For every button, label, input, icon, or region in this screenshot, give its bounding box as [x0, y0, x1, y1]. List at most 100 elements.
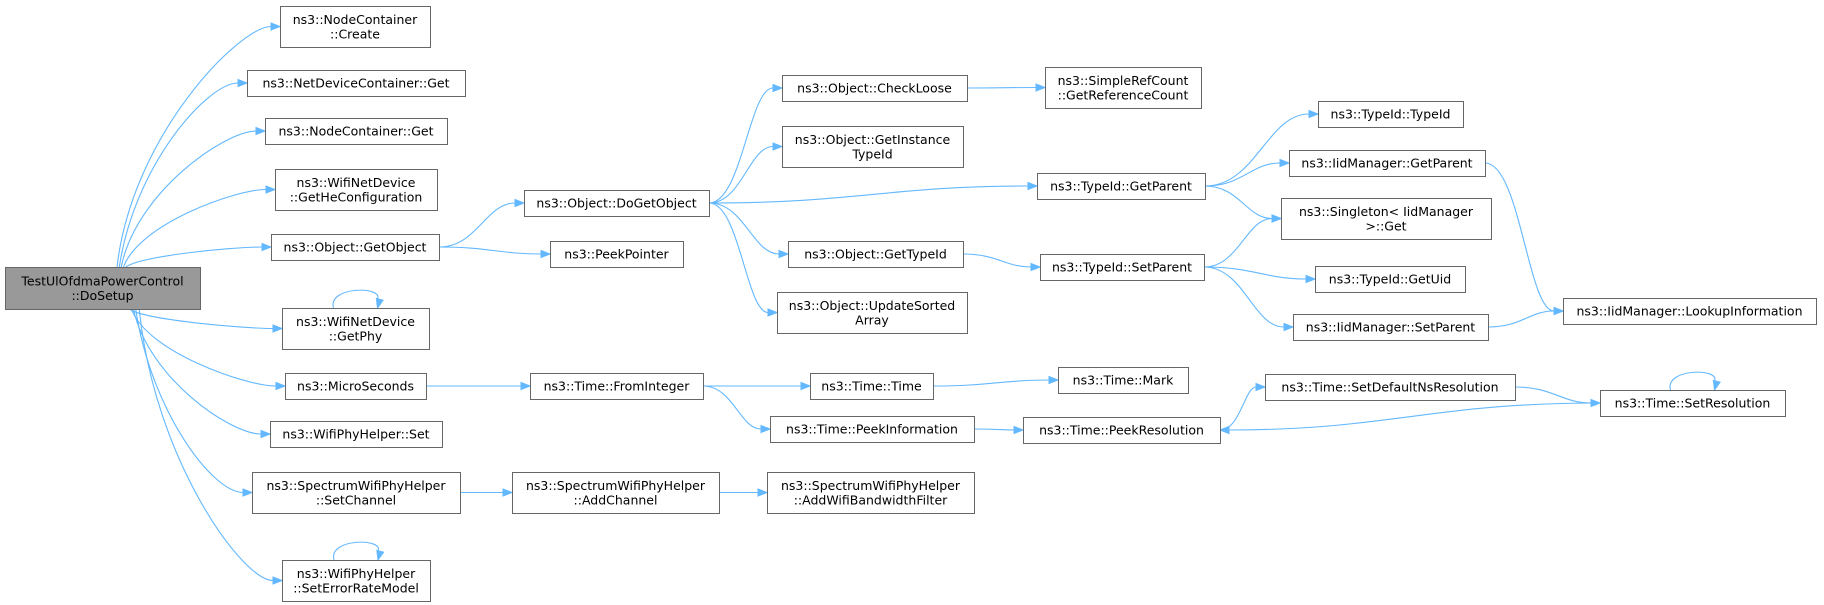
node-wnd_getphy[interactable]: ns3::WifiNetDevice::GetPhy — [282, 308, 430, 350]
node-microseconds[interactable]: ns3::MicroSeconds — [285, 373, 427, 400]
node-time_time[interactable]: ns3::Time::Time — [810, 373, 934, 400]
edge-root-to-swph_setchannel — [135, 308, 244, 494]
node-box — [270, 421, 443, 448]
node-time_fromint[interactable]: ns3::Time::FromInteger — [530, 373, 704, 400]
node-box — [1045, 67, 1202, 109]
node-time_setres[interactable]: ns3::Time::SetResolution — [1600, 390, 1786, 417]
node-box — [1058, 367, 1189, 394]
edge-tid_setparent-to-singleton_get-arrowhead — [1271, 214, 1283, 223]
node-swph_addbw[interactable]: ns3::SpectrumWifiPhyHelper::AddWifiBandw… — [767, 472, 975, 514]
edge-root-to-nc_create-arrowhead — [270, 22, 282, 31]
node-tid_getuid[interactable]: ns3::TypeId::GetUid — [1315, 266, 1466, 293]
edge-wnd_getphy-to-wnd_getphy-arrowhead — [375, 297, 384, 310]
node-label: >::Get — [1365, 218, 1406, 233]
edge-time_setdefres-to-time_setres — [1514, 386, 1592, 404]
node-obj_getobject[interactable]: ns3::Object::GetObject — [271, 234, 440, 261]
edge-obj_checkloose-to-src_getref-arrowhead — [1035, 83, 1047, 92]
node-peekpointer[interactable]: ns3::PeekPointer — [550, 241, 684, 268]
edge-obj_dogetobject-to-obj_getinst-arrowhead — [772, 142, 784, 151]
edge-root-to-nc_create — [116, 25, 272, 268]
node-obj_checkloose[interactable]: ns3::Object::CheckLoose — [782, 75, 968, 102]
node-box — [1315, 266, 1466, 293]
node-time_mark[interactable]: ns3::Time::Mark — [1058, 367, 1189, 394]
node-src_getref[interactable]: ns3::SimpleRefCount::GetReferenceCount — [1045, 67, 1202, 109]
node-box — [1563, 298, 1817, 325]
edge-root-to-wnd_hecfg — [123, 188, 267, 268]
node-iid_getparent[interactable]: ns3::IidManager::GetParent — [1289, 150, 1486, 177]
node-box — [280, 6, 431, 48]
node-label: ns3::WifiNetDevice — [297, 175, 416, 190]
edge-wph_seterm-to-wph_seterm — [333, 541, 379, 561]
edge-time_setres-to-time_setres-arrowhead — [1712, 379, 1721, 392]
edge-microseconds-to-time_fromint-arrowhead — [520, 381, 532, 391]
node-box — [1600, 390, 1786, 417]
node-box — [1040, 254, 1205, 281]
node-swph_addchannel[interactable]: ns3::SpectrumWifiPhyHelper::AddChannel — [512, 472, 720, 514]
edge-obj_dogetobject-to-obj_gettypeid-arrowhead — [778, 249, 790, 259]
node-label: ::AddChannel — [574, 492, 658, 507]
node-wph_set[interactable]: ns3::WifiPhyHelper::Set — [270, 421, 443, 448]
node-label: ns3::Object::GetInstance — [795, 132, 951, 147]
node-box — [275, 169, 438, 211]
node-box — [777, 292, 968, 334]
edge-obj_getobject-to-peekpointer — [438, 246, 542, 255]
node-wnd_hecfg[interactable]: ns3::WifiNetDevice::GetHeConfiguration — [275, 169, 438, 211]
node-wph_seterm[interactable]: ns3::WifiPhyHelper::SetErrorRateModel — [282, 560, 431, 602]
edge-wnd_getphy-to-wnd_getphy — [332, 289, 379, 309]
edge-obj_dogetobject-to-obj_checkloose-arrowhead — [772, 83, 784, 93]
node-box — [282, 560, 431, 602]
edge-tid_getparent-to-iid_getparent-arrowhead — [1279, 158, 1291, 168]
node-nc_get[interactable]: ns3::NodeContainer::Get — [265, 118, 448, 145]
node-root[interactable]: TestUlOfdmaPowerControl::DoSetup — [5, 267, 201, 310]
edge-time_peekinfo-to-time_peekres-arrowhead — [1013, 425, 1025, 435]
node-singleton_get[interactable]: ns3::Singleton< IidManager>::Get — [1281, 198, 1492, 240]
edge-time_fromint-to-time_time-arrowhead — [800, 381, 812, 391]
edge-obj_getobject-to-obj_dogetobject — [438, 202, 516, 248]
node-nc_create[interactable]: ns3::NodeContainer::Create — [280, 6, 431, 48]
node-label: ns3::IidManager::SetParent — [1306, 320, 1476, 335]
edge-root-to-wph_seterm-arrowhead — [272, 576, 284, 585]
node-label: ::SetChannel — [316, 492, 396, 507]
node-label: ns3::TypeId::TypeId — [1331, 107, 1451, 122]
node-label: ns3::Time::Time — [821, 379, 922, 394]
edge-root-to-microseconds — [130, 308, 277, 387]
node-label: TypeId — [851, 146, 892, 161]
edge-time_time-to-time_mark-arrowhead — [1048, 375, 1060, 385]
edge-tid_setparent-to-singleton_get — [1203, 217, 1273, 268]
node-label: ns3::TypeId::GetUid — [1329, 272, 1451, 287]
node-label: ns3::WifiPhyHelper — [297, 566, 416, 581]
node-iid_lookup[interactable]: ns3::IidManager::LookupInformation — [1563, 298, 1817, 325]
node-label: ns3::NodeContainer — [293, 12, 418, 27]
node-label: ns3::Object::CheckLoose — [797, 81, 952, 96]
edge-tid_setparent-to-iid_setparent-arrowhead — [1283, 322, 1295, 332]
node-tid_typeid[interactable]: ns3::TypeId::TypeId — [1318, 101, 1464, 128]
node-label: TestUlOfdmaPowerControl — [20, 273, 183, 288]
node-tid_getparent[interactable]: ns3::TypeId::GetParent — [1037, 173, 1206, 200]
node-label: ::GetReferenceCount — [1058, 87, 1189, 102]
node-label: ::GetPhy — [329, 328, 383, 343]
node-obj_gettypeid[interactable]: ns3::Object::GetTypeId — [788, 241, 964, 268]
node-label: ns3::Time::SetResolution — [1615, 396, 1771, 411]
edge-tid_getparent-to-iid_getparent — [1204, 162, 1281, 187]
node-label: Array — [855, 312, 889, 327]
edge-tid_getparent-to-tid_typeid-arrowhead — [1308, 109, 1320, 119]
node-obj_dogetobject[interactable]: ns3::Object::DoGetObject — [524, 190, 710, 217]
edge-root-to-wph_set-arrowhead — [260, 429, 272, 439]
node-box — [530, 373, 704, 400]
node-iid_setparent[interactable]: ns3::IidManager::SetParent — [1293, 314, 1489, 341]
node-label: ns3::Object::GetTypeId — [804, 247, 947, 262]
node-ndc_get[interactable]: ns3::NetDeviceContainer::Get — [247, 70, 466, 97]
node-time_setdefres[interactable]: ns3::Time::SetDefaultNsResolution — [1265, 374, 1516, 401]
node-tid_setparent[interactable]: ns3::TypeId::SetParent — [1040, 254, 1205, 281]
edge-obj_dogetobject-to-obj_getinst — [708, 145, 774, 204]
node-box — [1265, 374, 1516, 401]
node-label: ns3::MicroSeconds — [297, 379, 414, 394]
node-box — [1318, 101, 1464, 128]
node-swph_setchannel[interactable]: ns3::SpectrumWifiPhyHelper::SetChannel — [252, 472, 461, 514]
node-label: ns3::Object::DoGetObject — [536, 196, 696, 211]
node-time_peekinfo[interactable]: ns3::Time::PeekInformation — [770, 416, 975, 443]
node-label: ns3::Time::Mark — [1073, 373, 1174, 388]
node-time_peekres[interactable]: ns3::Time::PeekResolution — [1023, 417, 1221, 444]
